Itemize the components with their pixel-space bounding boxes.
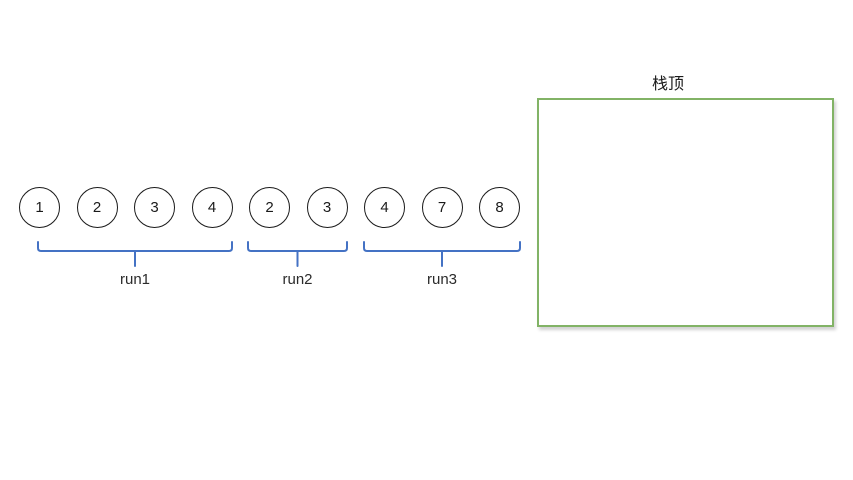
sequence-circle-0: 1 — [19, 187, 60, 228]
run-brace-run3 — [363, 241, 521, 267]
sequence-circle-6: 4 — [364, 187, 405, 228]
sequence-circle-value: 2 — [92, 199, 102, 216]
sequence-circle-value: 2 — [265, 199, 274, 216]
sequence-circle-value: 8 — [495, 199, 504, 216]
run-brace-run2 — [247, 241, 348, 267]
sequence-circle-1: 2 — [76, 187, 118, 228]
sequence-circle-value: 3 — [322, 199, 332, 216]
sequence-circle-value: 4 — [380, 199, 389, 216]
sequence-circle-8: 8 — [479, 187, 520, 228]
sequence-circle-5: 3 — [306, 187, 348, 228]
run-brace-run1 — [37, 241, 233, 267]
sequence-circle-value: 7 — [437, 199, 447, 216]
sequence-circle-value: 4 — [207, 199, 217, 216]
sequence-circle-2: 3 — [134, 187, 175, 228]
sequence-circle-value: 1 — [35, 199, 44, 216]
sequence-circle-7: 7 — [421, 187, 463, 228]
sequence-circle-4: 2 — [249, 187, 290, 228]
stack-box — [537, 98, 834, 327]
sequence-circle-3: 4 — [191, 187, 233, 228]
stack-top-label: 栈顶 — [651, 76, 685, 93]
run-label-run2: run2 — [282, 271, 313, 288]
run-label-run1: run1 — [119, 271, 151, 288]
run-label-run3: run3 — [426, 271, 458, 288]
sequence-circle-value: 3 — [150, 199, 159, 216]
